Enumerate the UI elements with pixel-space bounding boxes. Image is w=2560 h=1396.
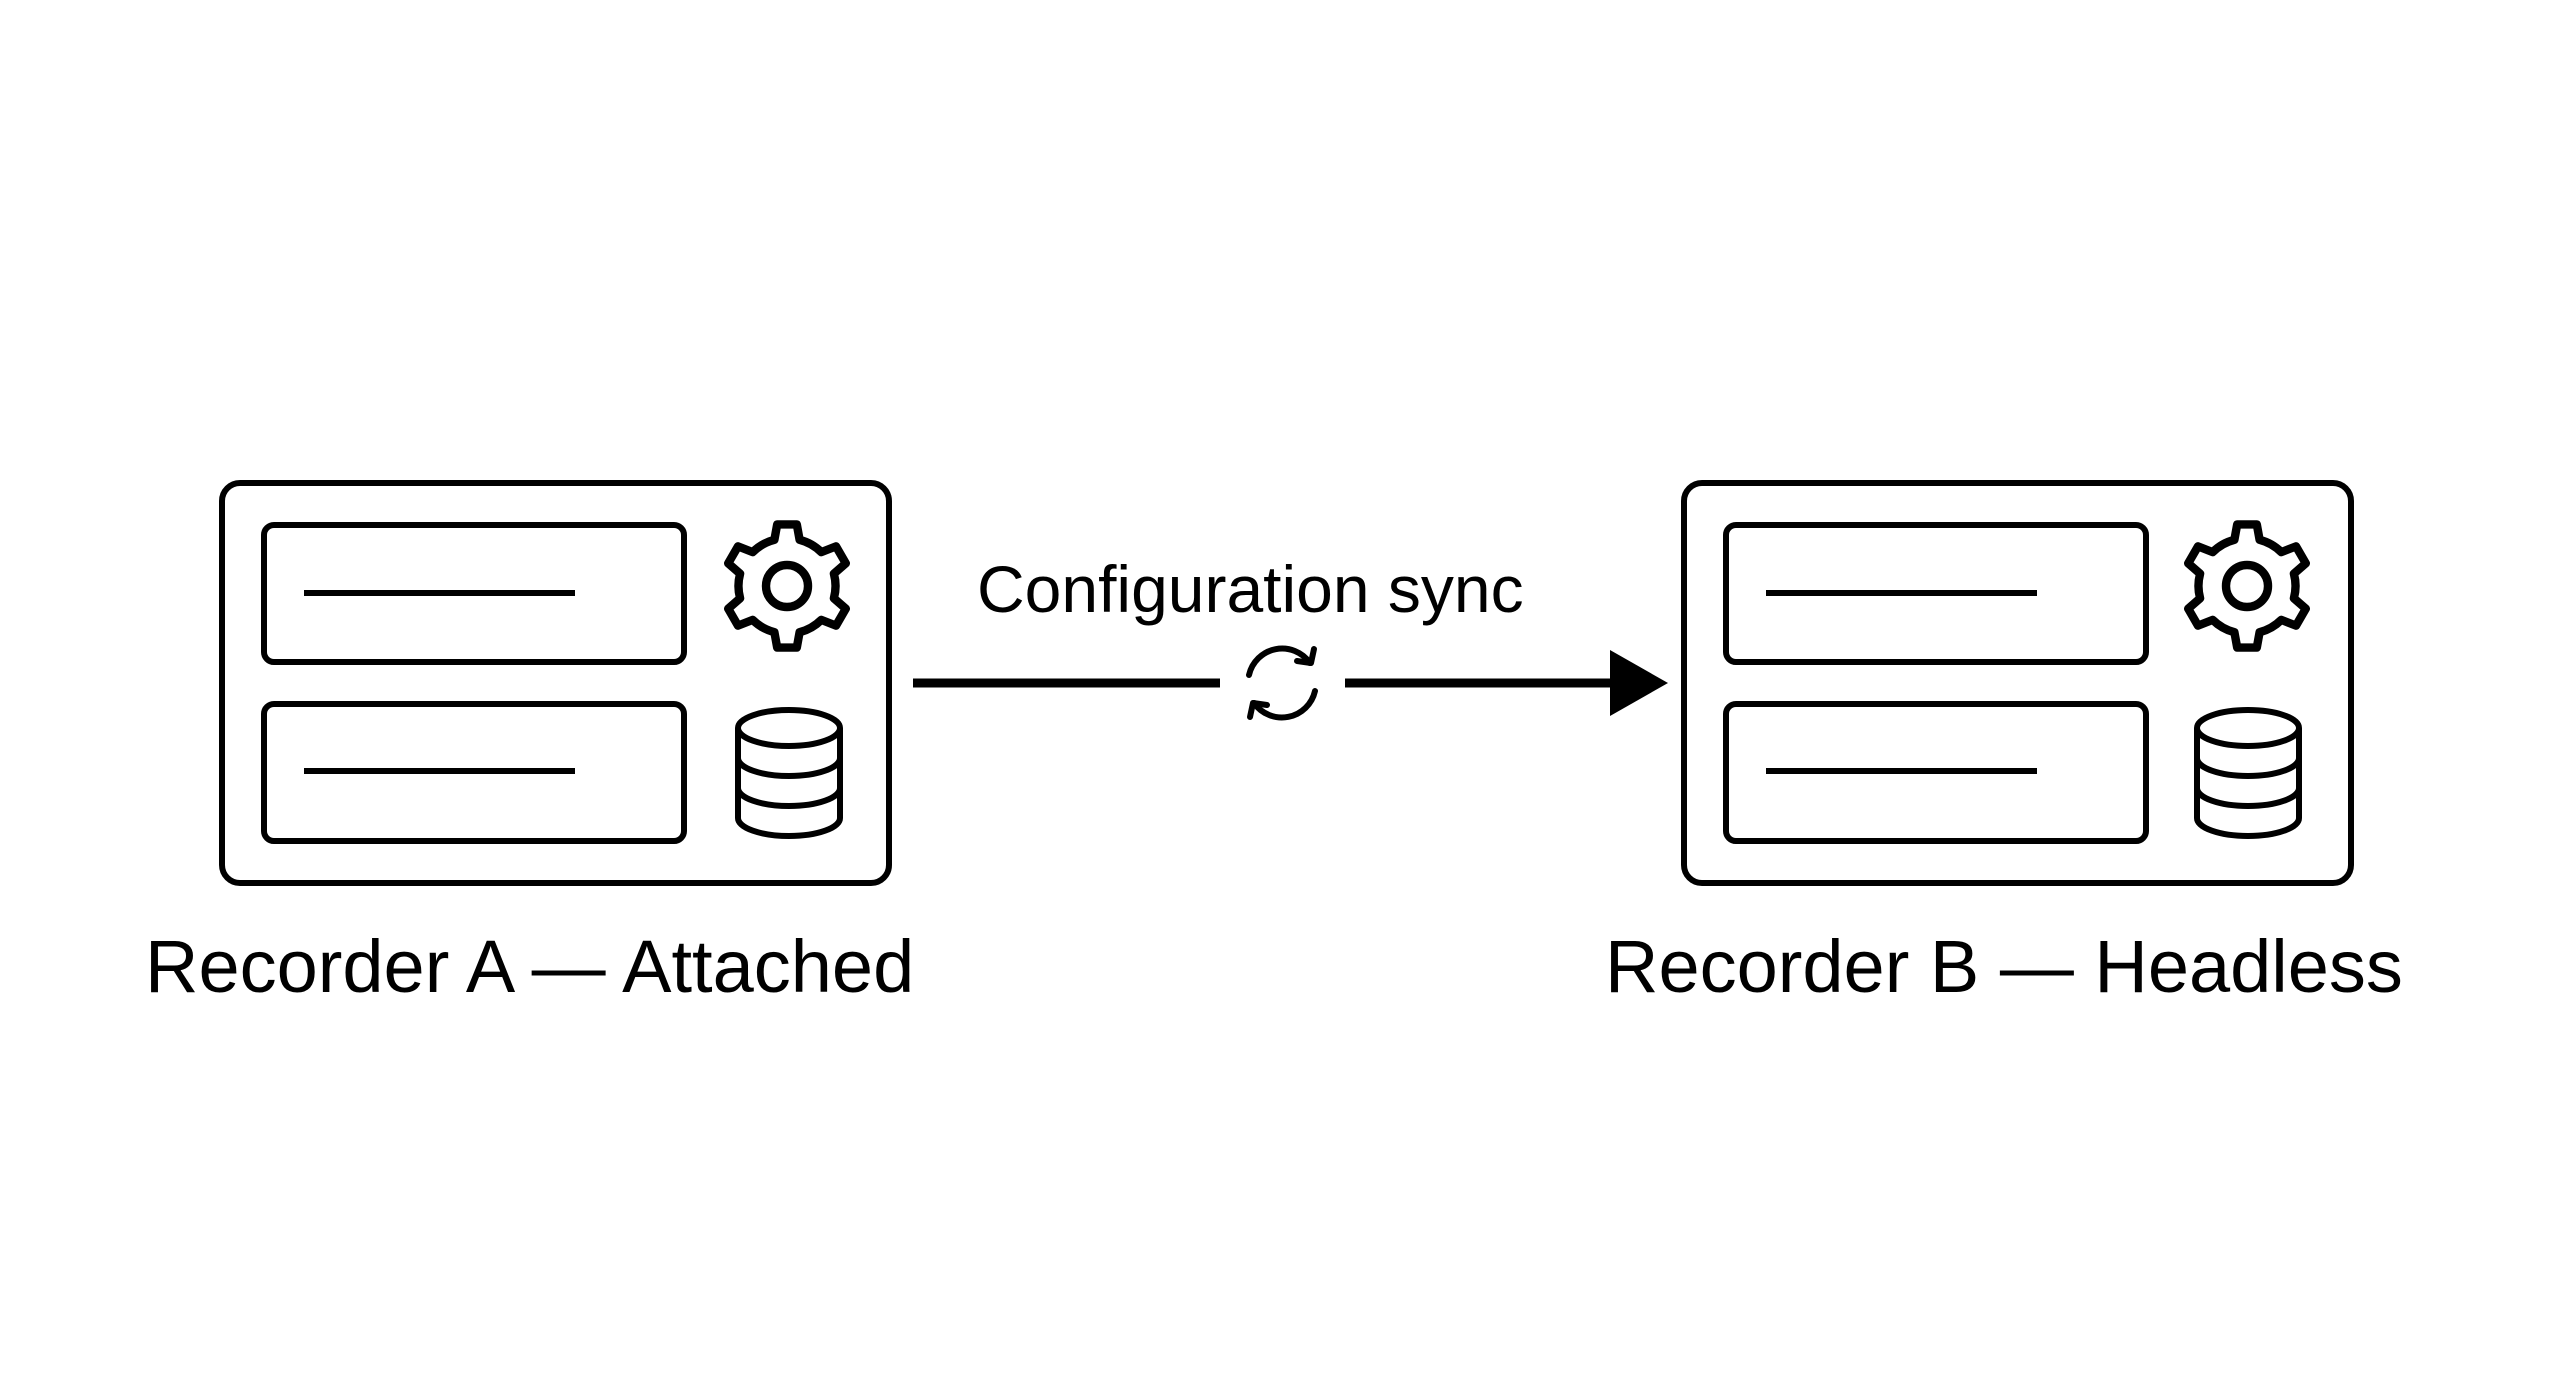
sync-arrow xyxy=(913,650,1668,716)
sync-label: Configuration sync xyxy=(977,552,1524,626)
recorder-a-label: Recorder A — Attached xyxy=(145,925,915,1008)
gear-icon xyxy=(2188,524,2306,647)
recorder-b-slot-1 xyxy=(1723,522,2149,665)
recorder-a-frame xyxy=(219,480,892,886)
recorder-b-slot-2 xyxy=(1723,701,2149,844)
database-icon xyxy=(738,710,840,836)
recorder-a-slot-2 xyxy=(261,701,687,844)
recorder-b xyxy=(1681,480,2354,886)
recorder-b-label: Recorder B — Headless xyxy=(1605,925,2403,1008)
recorder-b-frame xyxy=(1681,480,2354,886)
recorder-a xyxy=(219,480,892,886)
database-icon xyxy=(2197,710,2299,836)
refresh-icon xyxy=(1246,645,1318,721)
gear-icon xyxy=(728,524,846,647)
recorder-a-slot-1 xyxy=(261,522,687,665)
